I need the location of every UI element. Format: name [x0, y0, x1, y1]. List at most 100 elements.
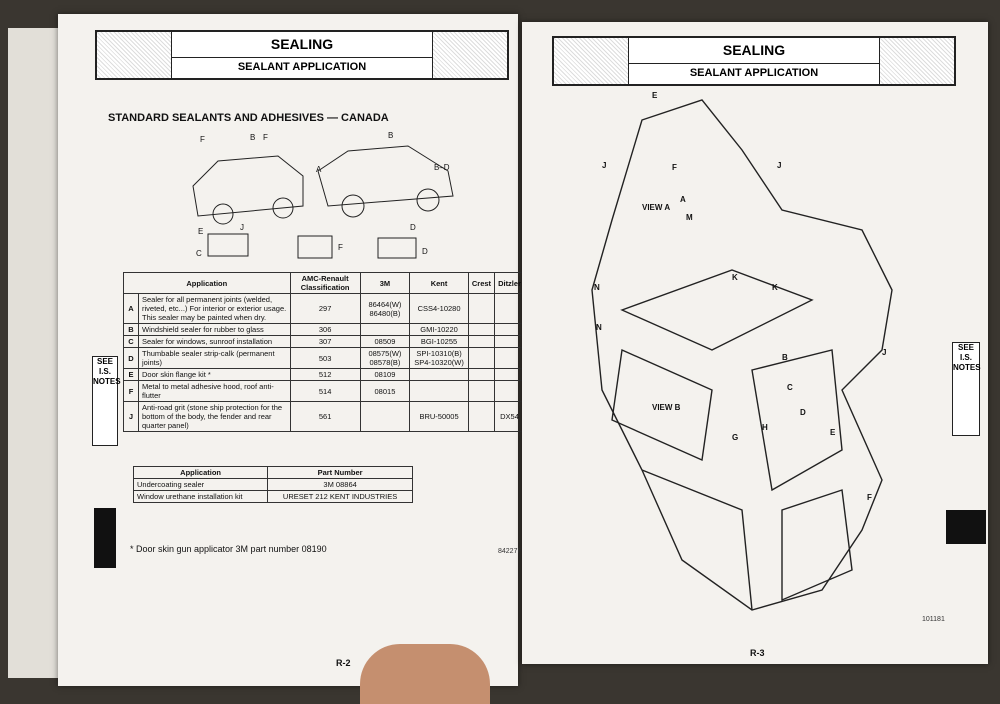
- cell-kent: BGI-10255: [409, 335, 469, 348]
- header-title: SEALING: [628, 38, 880, 65]
- column-header: Application: [132, 466, 269, 479]
- cell-code: D: [123, 347, 139, 369]
- callout-label: K: [732, 273, 738, 282]
- view-label: VIEW B: [652, 403, 681, 412]
- cell-code: A: [123, 293, 139, 324]
- header-title: SEALING: [171, 32, 433, 59]
- cell-code: B: [123, 323, 139, 336]
- footnote: * Door skin gun applicator 3M part numbe…: [130, 544, 327, 554]
- page-number: R-2: [336, 658, 351, 668]
- callout-label: D: [410, 223, 416, 232]
- cell-ditzler: [494, 368, 525, 381]
- column-header: Ditzler: [494, 272, 525, 294]
- cell-amc-classification: 512: [289, 368, 361, 381]
- cell-crest: [467, 368, 496, 381]
- car-icon: [879, 38, 954, 84]
- callout-label: C: [196, 249, 202, 258]
- see-notes-tab: SEE I.S. NOTES: [92, 356, 121, 446]
- callout-label: M: [686, 213, 693, 222]
- cell-ditzler: [494, 380, 525, 402]
- cell-ditzler: [494, 323, 525, 336]
- cell-kent: [409, 368, 469, 381]
- section-title: STANDARD SEALANTS AND ADHESIVES — CANADA: [108, 112, 389, 124]
- cell-code: C: [123, 335, 139, 348]
- cell-crest: [467, 323, 496, 336]
- callout-label: B–D: [434, 163, 450, 172]
- cell-ditzler: DX54: [494, 401, 525, 432]
- column-header: Kent: [409, 272, 469, 294]
- cell-code: E: [123, 368, 139, 381]
- cell-kent: BRU-50005: [409, 401, 469, 432]
- callout-label: B: [250, 133, 255, 142]
- callout-label: C: [787, 383, 793, 392]
- column-header: Part Number: [267, 466, 413, 479]
- cell-code: J: [123, 401, 139, 432]
- left-page-header: SEALING SEALANT APPLICATION: [95, 30, 509, 80]
- cell-3m: 08509: [359, 335, 411, 348]
- cell-3m: 86464(W) 86480(B): [359, 293, 411, 324]
- hand: [360, 644, 490, 704]
- cell-kent: [409, 380, 469, 402]
- black-tab: [94, 508, 116, 568]
- header-subtitle: SEALANT APPLICATION: [689, 67, 819, 80]
- cell-ditzler: [494, 293, 525, 324]
- black-tab: [946, 510, 986, 544]
- figure-id: 84227F: [498, 548, 522, 555]
- column-header: 3M: [359, 272, 411, 294]
- callout-label: A: [316, 165, 322, 174]
- callout-label: J: [882, 348, 886, 357]
- cell-3m: [359, 401, 411, 432]
- cell-crest: [467, 335, 496, 348]
- book-page-edges: [8, 28, 58, 678]
- callout-label: F: [338, 243, 343, 252]
- cell-application: Thumbable sealer strip-calk (permanent j…: [138, 347, 291, 369]
- car-icon: [554, 38, 629, 84]
- right-page-header: SEALING SEALANT APPLICATION: [552, 36, 956, 86]
- column-header: Application: [123, 272, 291, 294]
- cell-part-number: 3M 08864: [267, 478, 413, 491]
- table-header-row: Application Part Number: [132, 466, 413, 479]
- cell-amc-classification: 514: [289, 380, 361, 402]
- figure-id: 101181: [922, 616, 945, 623]
- left-page: SEALING SEALANT APPLICATION STANDARD SEA…: [58, 14, 525, 686]
- cell-application: Window urethane installation kit: [132, 490, 269, 503]
- cell-crest: [467, 380, 496, 402]
- car-icon: [97, 32, 172, 78]
- callout-label: D: [422, 247, 428, 256]
- callout-label: B: [388, 131, 393, 140]
- table-row: Undercoating sealer 3M 08864: [132, 478, 413, 491]
- car-diagram: F B F B A B–D E J D C F D: [192, 131, 454, 259]
- table-header-row: Application AMC-Renault Classification 3…: [123, 272, 525, 294]
- table-row: Window urethane installation kit URESET …: [132, 490, 413, 503]
- callout-label: H: [762, 423, 768, 432]
- cell-crest: [467, 401, 496, 432]
- sealant-table: Application AMC-Renault Classification 3…: [123, 272, 525, 432]
- cell-kent: SPI-10310(B) SP4-10320(W): [409, 347, 469, 369]
- callout-label: J: [777, 161, 781, 170]
- cell-kent: CSS4-10280: [409, 293, 469, 324]
- cell-amc-classification: 503: [289, 347, 361, 369]
- cell-amc-classification: 306: [289, 323, 361, 336]
- cell-3m: 08015: [359, 380, 411, 402]
- see-notes-tab: SEE I.S. NOTES: [952, 342, 981, 436]
- cell-amc-classification: 307: [289, 335, 361, 348]
- right-page: SEALING SEALANT APPLICATION E J F A M J …: [522, 22, 988, 664]
- body-shell-diagram: E J F A M J N K K N B C G H D E F J VIEW…: [591, 91, 893, 611]
- callout-label: F: [263, 133, 268, 142]
- cell-application: Sealer for all permanent joints (welded,…: [138, 293, 291, 324]
- view-label: VIEW A: [642, 203, 670, 212]
- cell-ditzler: [494, 347, 525, 369]
- callout-label: G: [732, 433, 738, 442]
- column-header: AMC-Renault Classification: [289, 272, 361, 294]
- cell-application: Undercoating sealer: [132, 478, 269, 491]
- cell-3m: [359, 323, 411, 336]
- cell-code: F: [123, 380, 139, 402]
- car-icon: [432, 32, 507, 78]
- cell-application: Sealer for windows, sunroof installation: [138, 335, 291, 348]
